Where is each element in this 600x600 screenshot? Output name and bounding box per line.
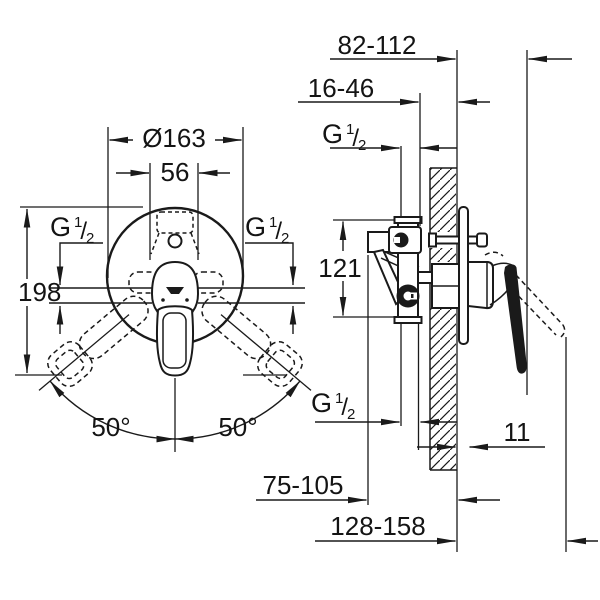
dimension-installation-depth: 16-46: [298, 73, 490, 106]
svg-text:G1/2: G1/2: [245, 212, 289, 247]
installation-depth-label: 16-46: [308, 73, 375, 103]
port-spacing-label: 121: [318, 253, 361, 283]
swing-angle-right-label: 50°: [218, 412, 257, 442]
dimension-rosette-offset: 11: [417, 417, 545, 451]
concealed-box-outline: [156, 211, 194, 234]
wall-section: [429, 167, 457, 471]
dimension-swing-angles: 50° 50°: [38, 314, 312, 452]
dimension-port-spacing: 121: [316, 221, 365, 316]
through-wall-housing: [417, 271, 433, 284]
dimension-body-depth: 75-105: [256, 470, 500, 504]
box-flare-left: [150, 232, 160, 255]
body-depth-label: 75-105: [263, 470, 344, 500]
side-view: 82-112 16-46 G1/2 121 G1/2: [256, 30, 598, 552]
diverter-knob: [467, 232, 488, 248]
box-flare-right: [190, 232, 200, 255]
diverter-rod-collar: [428, 232, 437, 248]
dimension-max-projection: 128-158: [315, 511, 598, 545]
dimension-diameter: Ø163: [107, 123, 244, 278]
svg-text:G1/2: G1/2: [322, 119, 366, 154]
dimension-lever-width: 56: [116, 157, 230, 260]
extension-lines: [333, 50, 567, 552]
swing-angle-left-label: 50°: [91, 412, 130, 442]
lever-side: [467, 251, 566, 374]
total-height-label: 198: [18, 277, 61, 307]
rosette-offset-label: 11: [504, 417, 531, 447]
lever-width-label: 56: [161, 157, 190, 187]
dimension-total-height: 198: [15, 206, 287, 376]
mounting-bracket: [367, 231, 391, 253]
dimension-lever-projection: 82-112: [330, 30, 572, 63]
lever-open-position-side: [484, 251, 504, 257]
escutcheon-side: [458, 206, 469, 345]
lever-projection-label: 82-112: [337, 30, 416, 60]
diameter-label: Ø163: [142, 123, 206, 153]
svg-text:G1/2: G1/2: [50, 212, 94, 247]
valve-body: [367, 216, 469, 324]
lever-front: [150, 260, 200, 377]
handle-screw: [167, 233, 183, 249]
svg-text:G1/2: G1/2: [311, 388, 355, 423]
max-projection-label: 128-158: [330, 511, 425, 541]
